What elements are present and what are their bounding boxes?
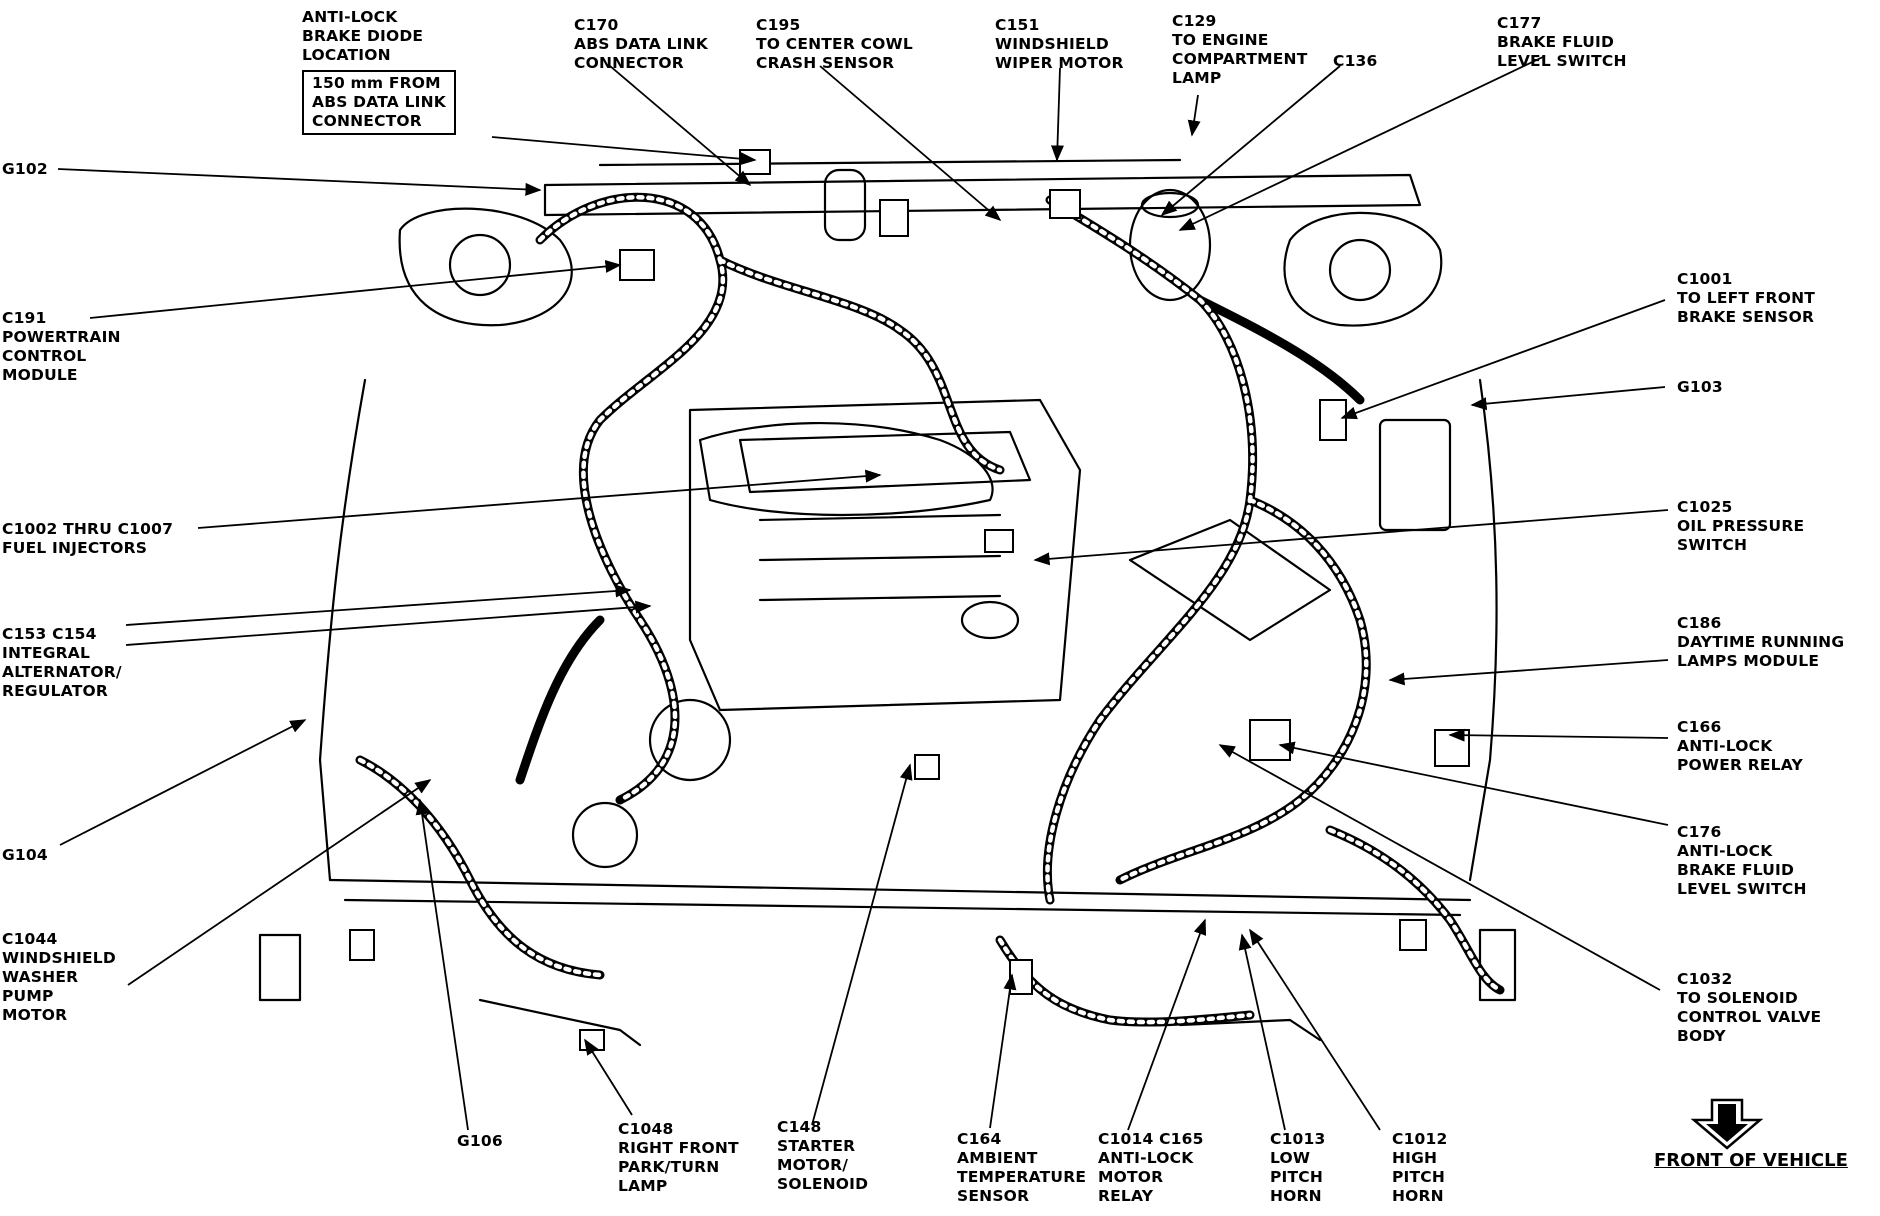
front-arrow-icon bbox=[1690, 1098, 1764, 1150]
label-g104: G104 bbox=[2, 846, 48, 864]
label-g106: G106 bbox=[457, 1132, 503, 1150]
label-g103: G103 bbox=[1677, 378, 1723, 396]
front-of-vehicle-label: FRONT OF VEHICLE bbox=[1654, 1150, 1848, 1171]
connectors bbox=[349, 149, 1470, 1051]
engine-outline bbox=[258, 158, 1517, 1047]
label-c136: C136 bbox=[1333, 52, 1378, 70]
label-g102: G102 bbox=[2, 160, 48, 178]
leader-lines bbox=[57, 55, 1669, 1131]
